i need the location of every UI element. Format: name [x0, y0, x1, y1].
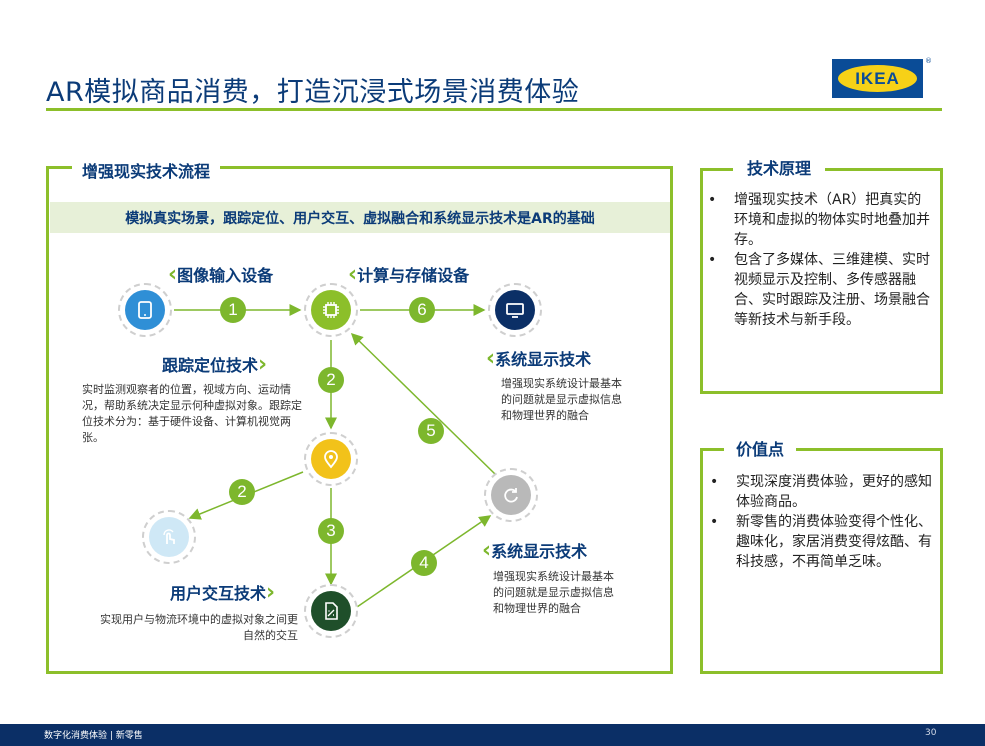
page-title: AR模拟商品消费，打造沉浸式场景消费体验 [46, 77, 580, 108]
refresh-icon [491, 475, 531, 515]
page-number: 30 [925, 728, 937, 738]
principle-bullet: 包含了多媒体、三维建模、实时视频显示及控制、多传感器融合、实时跟踪及注册、场景融… [706, 250, 932, 330]
footer-text: 数字化消费体验 | 新零售 [44, 731, 143, 741]
heading-interaction: 用户交互技术› [170, 580, 276, 605]
step-badge-2: 2 [318, 367, 344, 393]
document-icon [311, 591, 351, 631]
logo-text: IKEA [855, 68, 900, 88]
location-pin-icon [311, 439, 351, 479]
step-badge-3: 3 [318, 518, 344, 544]
heading-display-top: ‹系统显示技术 [486, 346, 592, 371]
step-badge-1: 1 [220, 297, 246, 323]
logo-oval: IKEA [838, 65, 917, 92]
desc-interaction: 实现用户与物流环境中的虚拟对象之间更自然的交互 [100, 613, 298, 642]
interaction-node [304, 584, 358, 638]
heading-tracking: 跟踪定位技术› [162, 352, 268, 377]
tablet-icon [125, 290, 165, 330]
step-badge-2b: 2 [229, 479, 255, 505]
value-title: 价值点 [724, 436, 797, 460]
fusion-node [484, 468, 538, 522]
step-badge-4: 4 [411, 550, 437, 576]
principle-bullet: 增强现实技术（AR）把真实的环境和虚拟的物体实时地叠加并存。 [706, 190, 932, 250]
step-badge-6: 6 [409, 297, 435, 323]
title-divider [46, 108, 942, 111]
display-node [488, 283, 542, 337]
flow-panel-title: 增强现实技术流程 [72, 158, 221, 182]
desc-display-top: 增强现实系统设计最基本的问题就是显示虚拟信息和物理世界的融合 [501, 377, 622, 422]
desc-display-bottom: 增强现实系统设计最基本的问题就是显示虚拟信息和物理世界的融合 [493, 570, 614, 615]
value-bullet: 实现深度消费体验，更好的感知体验商品。 [708, 472, 932, 512]
flow-banner: 模拟真实场景，跟踪定位、用户交互、虚拟融合和系统显示技术是AR的基础 [50, 202, 670, 233]
desc-tracking: 实时监测观察者的位置，视域方向、运动情况，帮助系统决定显示何种虚拟对象。跟踪定位… [82, 383, 302, 444]
tracking-node [304, 432, 358, 486]
step-badge-5: 5 [418, 418, 444, 444]
compute-node [304, 283, 358, 337]
logo-registered-mark: ® [925, 57, 932, 65]
value-list: 实现深度消费体验，更好的感知体验商品。 新零售的消费体验变得个性化、趣味化，家居… [708, 472, 932, 572]
footer-bar: 数字化消费体验 | 新零售 30 [0, 724, 985, 746]
heading-image-input: ‹图像输入设备 [168, 262, 274, 287]
chip-icon [311, 290, 351, 330]
touch-icon [149, 517, 189, 557]
principle-list: 增强现实技术（AR）把真实的环境和虚拟的物体实时地叠加并存。 包含了多媒体、三维… [706, 190, 932, 330]
image-input-node [118, 283, 172, 337]
monitor-icon [495, 290, 535, 330]
heading-compute-storage: ‹计算与存储设备 [348, 262, 470, 287]
principle-title: 技术原理 [733, 155, 826, 179]
ikea-logo: IKEA [832, 59, 923, 98]
value-bullet: 新零售的消费体验变得个性化、趣味化，家居消费变得炫酷、有科技感，不再简单乏味。 [708, 512, 932, 572]
heading-display-bottom: ‹系统显示技术 [482, 538, 588, 563]
interaction-touch-node [142, 510, 196, 564]
